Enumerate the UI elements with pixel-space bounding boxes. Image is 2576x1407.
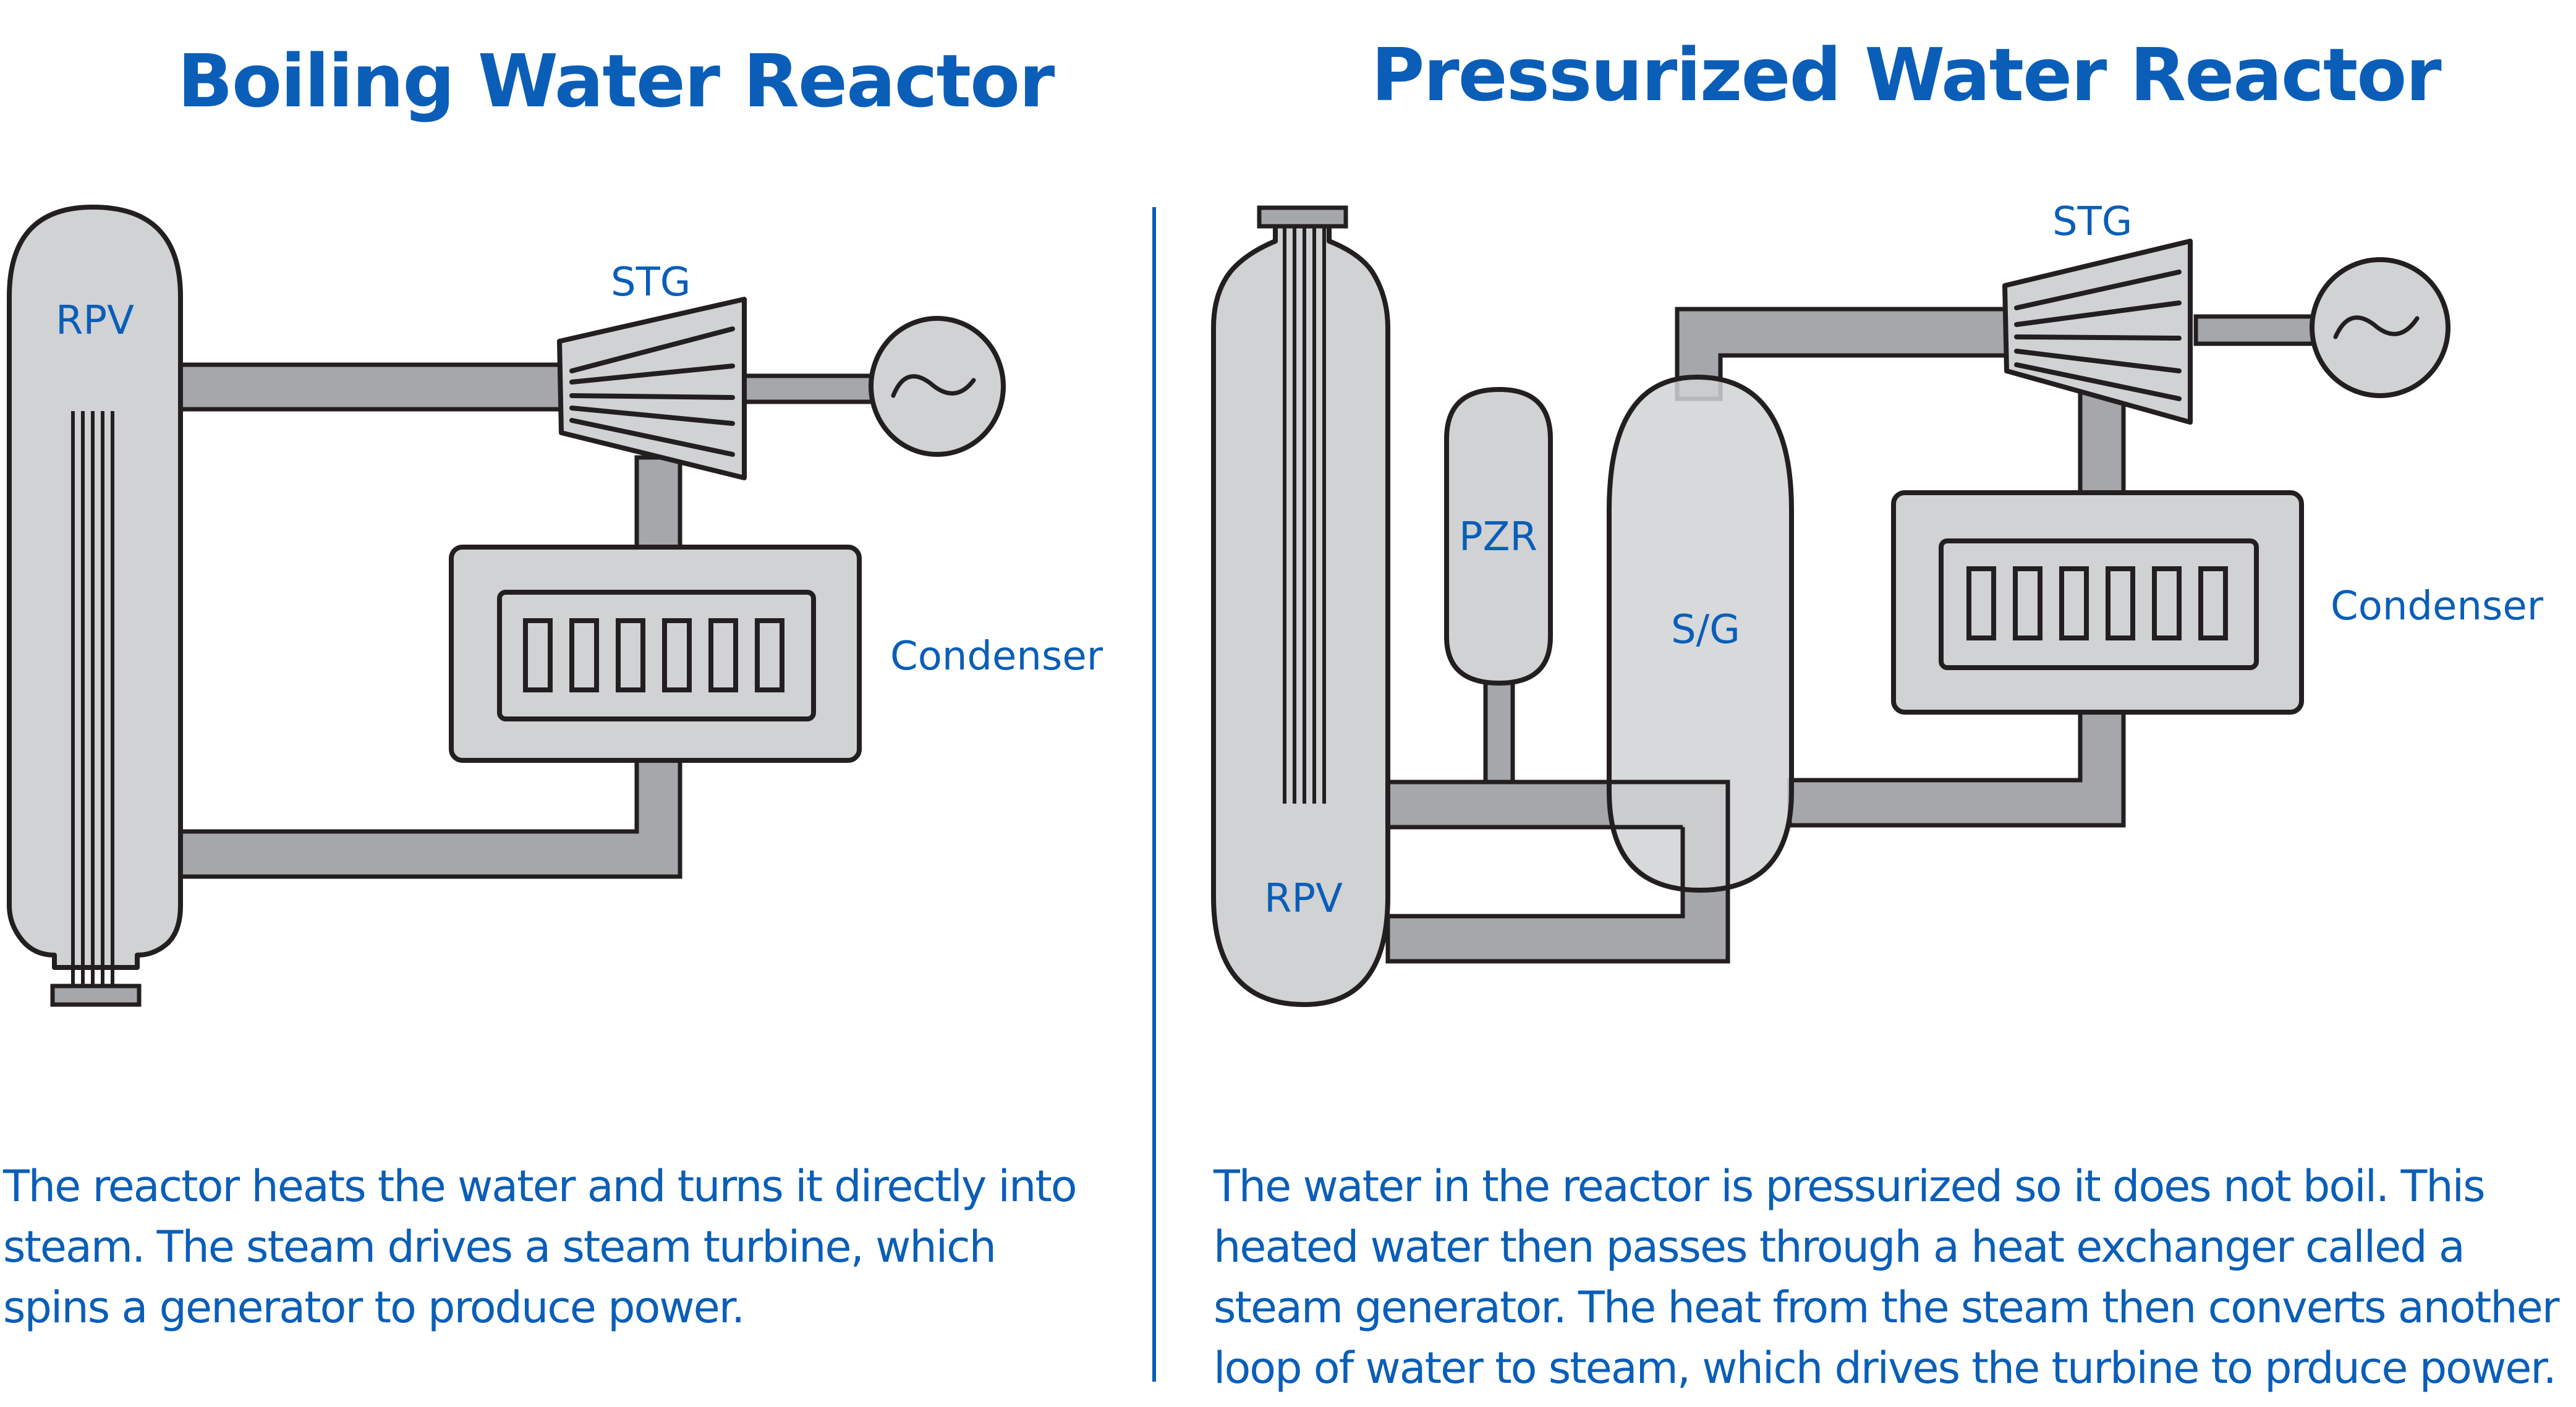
bwr-condenser: [449, 545, 862, 763]
pwr-exhaust-pipe: [2078, 390, 2126, 497]
pwr-turbine-blades: [2014, 270, 2182, 401]
pwr-pzr-label: PZR: [1459, 514, 1537, 560]
generator-sine-icon: [2333, 315, 2420, 339]
bwr-turbine-blades: [569, 326, 735, 457]
bwr-title: Boiling Water Reactor: [177, 38, 1055, 124]
pwr-diagram: PZR S/G RPV STG: [1211, 199, 2544, 1007]
pwr-turbine-shaft: [2193, 314, 2322, 346]
bwr-description: The reactor heats the water and turns it…: [3, 1156, 1078, 1338]
pwr-generator: [2310, 257, 2451, 398]
pwr-control-rods: [1283, 226, 1326, 804]
bwr-steam-pipe: [177, 362, 568, 412]
pwr-pressurizer: [1444, 387, 1553, 686]
pwr-description-line: The water in the reactor is pressurized …: [1214, 1161, 2486, 1212]
pwr-rpv-label: RPV: [1264, 876, 1343, 922]
pwr-description-line: loop of water to steam, which drives the…: [1214, 1343, 2557, 1393]
bwr-condenser-tubes: [523, 618, 784, 692]
pwr-title: Pressurized Water Reactor: [1371, 32, 2442, 117]
bwr-return-pipe: [177, 758, 682, 879]
pwr-turbine: [2002, 239, 2193, 425]
pwr-sg-tube-overlay: [1610, 780, 1730, 961]
bwr-stg-label: STG: [611, 260, 691, 305]
bwr-diagram: RPV STG: [7, 205, 1103, 1007]
generator-sine-icon: [891, 374, 976, 398]
bwr-turbine: [557, 297, 747, 480]
pwr-description: The water in the reactor is pressurized …: [1214, 1156, 2559, 1398]
pwr-condenser: [1891, 490, 2304, 715]
bwr-rpv-vessel: [7, 205, 183, 970]
bwr-turbine-shaft: [736, 373, 877, 404]
bwr-rpv-drive-plate: [50, 984, 142, 1007]
bwr-generator: [869, 316, 1006, 457]
pwr-rpv-drive-plate: [1257, 205, 1348, 229]
pwr-condenser-label: Condenser: [2331, 584, 2544, 629]
pwr-condenser-tubes: [1966, 566, 2228, 640]
bwr-control-rods: [71, 411, 114, 989]
pwr-stg-label: STG: [2052, 199, 2132, 245]
bwr-description-line: steam. The steam drives a steam turbine,…: [3, 1222, 997, 1272]
pwr-rpv-vessel: [1211, 206, 1390, 1007]
bwr-description-line: spins a generator to produce power.: [3, 1282, 745, 1333]
pwr-feedwater-pipe: [1787, 708, 2126, 828]
pwr-description-line: steam generator. The heat from the steam…: [1214, 1282, 2559, 1333]
section-divider: [1152, 207, 1156, 1382]
bwr-exhaust-pipe: [634, 455, 682, 553]
pwr-sg-label: S/G: [1671, 607, 1740, 653]
bwr-condenser-label: Condenser: [890, 634, 1103, 679]
pwr-description-line: heated water then passes through a heat …: [1214, 1222, 2465, 1272]
pwr-pzr-surge-line: [1483, 674, 1515, 788]
bwr-rpv-label: RPV: [56, 298, 134, 344]
pwr-steam-generator: [1607, 375, 1794, 893]
bwr-description-line: The reactor heats the water and turns it…: [3, 1161, 1078, 1212]
